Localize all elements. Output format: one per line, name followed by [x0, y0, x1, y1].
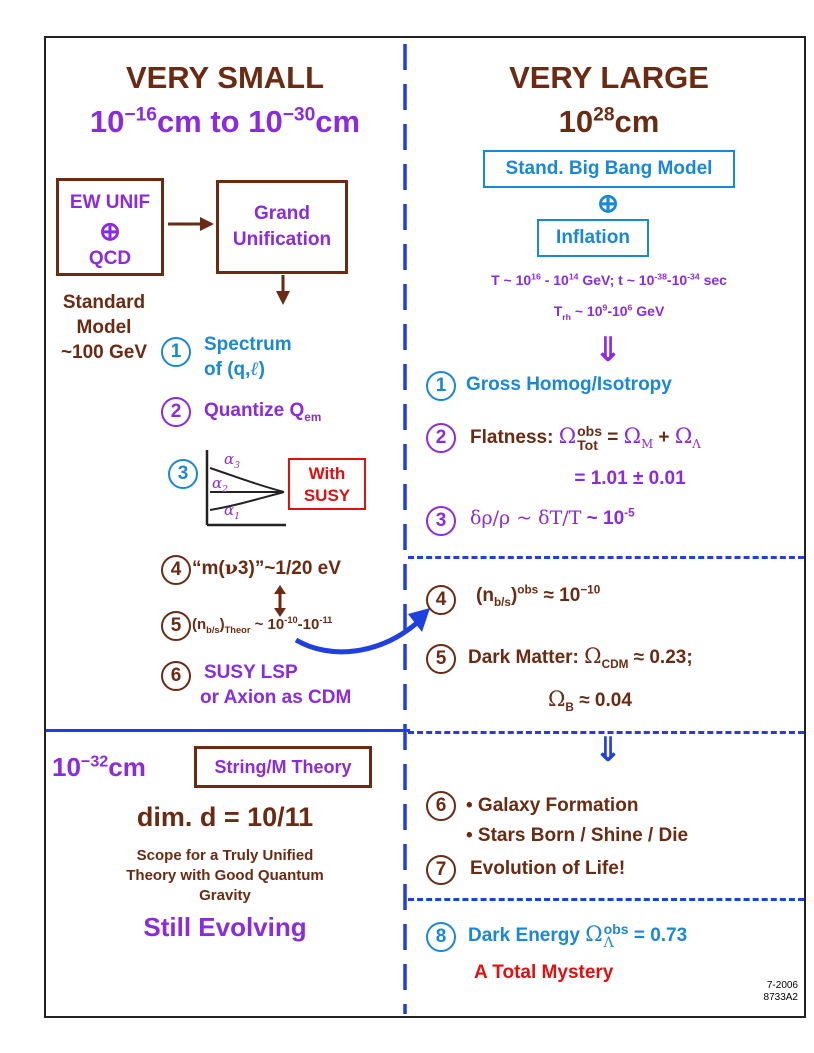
double-down-arrow-icon-2: ⇓	[593, 730, 623, 770]
reheat-temperature: Trh ~ 109-106 GeV	[553, 302, 665, 322]
left-title: VERY SMALL	[125, 60, 325, 95]
mystery-label: A Total Mystery	[474, 962, 614, 983]
evolution-of-life-label: Evolution of Life!	[470, 858, 626, 879]
step-1-left: 1	[161, 337, 191, 367]
inflation-temperature: T ~ 1016 - 1014 GeV; t ~ 10-38-10-34 sec	[491, 271, 727, 288]
baryon-density-label: ΩB ≈ 0.04	[548, 687, 632, 714]
step-3-right: 3	[426, 506, 456, 536]
step-8-right: 8	[426, 922, 456, 952]
quantize-label: Quantize Qem	[204, 400, 322, 424]
step-5-right: 5	[426, 644, 456, 674]
with-susy-box: With SUSY	[288, 458, 366, 510]
baryon-theory-label: (nb/s)Theor ~ 10-10-10-11	[192, 615, 333, 635]
step-5-left: 5	[161, 611, 191, 641]
coupling-unification-plot	[205, 450, 286, 527]
neutrino-mass-label: “m(ν3)”~1/20 eV	[192, 557, 341, 579]
standard-model-label: Standard Model ~100 GeV	[60, 292, 148, 363]
inflation-box: Inflation	[537, 219, 649, 257]
alpha1-label: α1	[224, 501, 241, 522]
susy-lsp-label: SUSY LSP or Axion as CDM	[200, 662, 352, 708]
scope-label: Scope for a Truly Unified Theory with Go…	[126, 847, 324, 904]
baryon-observed-label: (nb/s)obs ≈ 10−10	[476, 583, 601, 609]
arrow-down-icon	[276, 275, 290, 305]
ew-unif-box: EW UNIF ⊕ QCD	[56, 178, 164, 276]
step-6-right: 6	[426, 791, 456, 821]
homogeneity-label: Gross Homog/Isotropy	[466, 374, 672, 395]
step-1-right: 1	[426, 371, 456, 401]
step-7-right: 7	[426, 855, 456, 885]
step-6-left: 6	[161, 661, 191, 691]
spectrum-label: Spectrum of (q,ℓ)	[204, 334, 292, 380]
vertical-divider	[403, 44, 407, 1014]
divider-right-1	[408, 556, 804, 559]
double-arrow-icon	[274, 585, 286, 617]
right-range: 1028cm	[558, 104, 660, 139]
plus-icon: ⊕	[99, 216, 121, 246]
alpha3-label: α3	[224, 450, 241, 471]
string-scale: 10−32cm	[52, 752, 146, 782]
double-down-arrow-icon: ⇓	[593, 330, 623, 370]
left-range: 10−16cm to 10−30cm	[89, 104, 361, 139]
step-4-left: 4	[161, 555, 191, 585]
dimension-label: dim. d = 10/11	[136, 802, 314, 832]
dark-matter-label: Dark Matter: ΩCDM ≈ 0.23;	[468, 644, 693, 671]
plus-icon-right: ⊕	[597, 188, 619, 218]
step-2-right: 2	[426, 423, 456, 453]
big-bang-box: Stand. Big Bang Model	[483, 150, 735, 188]
right-title: VERY LARGE	[509, 60, 709, 95]
step-3-left: 3	[168, 459, 198, 489]
step-2-left: 2	[161, 397, 191, 427]
alpha2-label: α2	[212, 474, 229, 495]
step-4-right: 4	[426, 585, 456, 615]
divider-right-3	[408, 898, 804, 901]
divider-left	[46, 729, 410, 732]
galaxy-formation-label: • Galaxy Formation • Stars Born / Shine …	[466, 795, 689, 846]
flatness-value: = 1.01 ± 0.01	[574, 468, 686, 489]
still-evolving-label: Still Evolving	[143, 912, 307, 942]
gut-box: Grand Unification	[216, 180, 348, 274]
string-theory-box: String/M Theory	[194, 746, 372, 788]
arrow-right-icon	[168, 217, 214, 231]
perturbation-label: δρ/ρ ~ δT/T ~ 10-5	[470, 506, 635, 529]
outer-frame	[44, 36, 806, 1018]
divider-right-2	[408, 731, 804, 734]
figure-stamp: 7-2006 8733A2	[763, 980, 798, 1003]
curved-arrow-icon	[294, 608, 430, 655]
